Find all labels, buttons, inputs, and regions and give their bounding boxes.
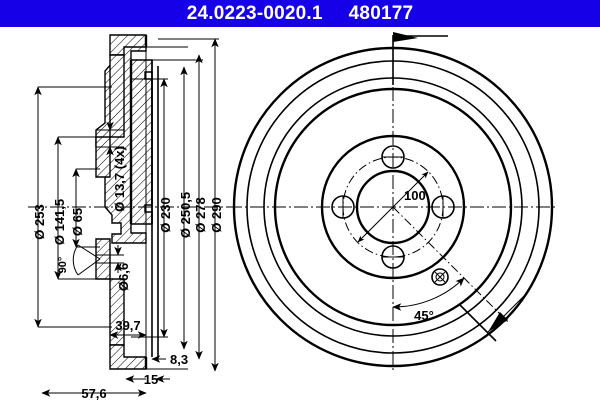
dim-label-d290: Ø 290 [209,197,224,232]
dim-label-d278: Ø 278 [193,197,208,232]
dim-d65: Ø 65 [70,168,100,248]
dim-label-d230: Ø 230 [158,197,173,232]
dim-label-d253: Ø 253 [32,204,47,239]
header-bar: 24.0223-0020.1 480177 [0,0,600,27]
dim-label-bolt-circle: 100 [404,188,426,203]
dim-bolt-circle-100: 100 [357,171,429,243]
dim-label-d2505: Ø 250,5 [178,192,193,238]
dim-label-d1415: Ø 141,5 [52,199,67,245]
front-view: 100 45° [228,32,558,371]
section-arrow [392,32,448,85]
leader-arrow [458,295,525,342]
dim-label-w397: 39,7 [115,318,140,333]
ray-45deg [392,206,510,324]
reference-number: 480177 [348,3,414,24]
dim-label-w15: 15 [144,372,158,387]
dim-d66: Ø6,6 [114,245,131,291]
dim-w83: 8,3 [151,352,188,367]
dim-d137: Ø 13,7 (4x) [106,121,127,212]
dim-label-d137: Ø 13,7 (4x) [112,146,127,212]
dim-w397: 39,7 [109,318,147,339]
dim-label-d65: Ø 65 [70,208,85,236]
section-view: Ø 253 Ø 141,5 Ø 65 90° [28,34,232,400]
drawing-canvas: Ø 253 Ø 141,5 Ø 65 90° [0,27,600,400]
dim-d230: Ø 230 [158,78,173,338]
drum-bore-lines [145,47,153,357]
dim-d2505: Ø 250,5 [178,66,193,350]
dim-w15: 15 [125,372,170,387]
dim-d253: Ø 253 [32,86,112,328]
dim-d278: Ø 278 [193,54,208,360]
dim-d1415: Ø 141,5 [52,136,96,280]
dim-label-90deg: 90° [57,257,69,274]
dim-d290: Ø 290 [209,38,224,372]
dim-label-w576: 57,6 [81,386,106,400]
dim-label-w83: 8,3 [170,352,188,367]
dim-angle-45: 45° [392,277,465,323]
datum-target-symbol [431,268,449,286]
part-number: 24.0223-0020.1 [186,3,323,24]
dim-w576: 57,6 [41,386,147,400]
dim-label-d66: Ø6,6 [116,263,131,291]
dim-label-45deg: 45° [414,308,434,323]
extension-lines-right [131,38,219,370]
